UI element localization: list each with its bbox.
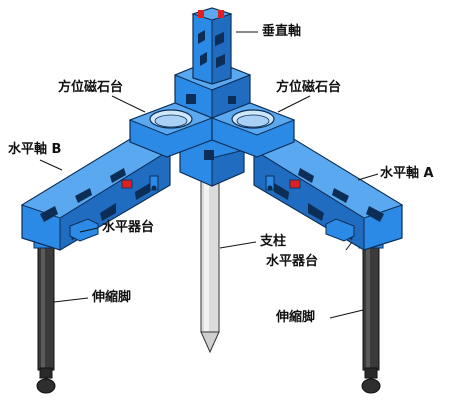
level-stand-right: [325, 218, 355, 242]
label-telescopic-leg-right: 伸縮脚: [276, 310, 316, 325]
level-stand-left: [69, 218, 99, 242]
telescopic-leg-right: [358, 237, 384, 394]
label-horizontal-axis-a: 水平軸 A: [380, 166, 434, 181]
label-vertical-axis: 垂直軸: [262, 24, 302, 39]
label-telescopic-leg-left: 伸縮脚: [92, 290, 132, 305]
label-compass-stand-right: 方位磁石台: [276, 80, 342, 95]
compass-stand-right: [210, 102, 296, 158]
label-level-stand-right: 水平器台: [266, 254, 319, 269]
leader-lines: [39, 31, 379, 319]
label-compass-stand-left: 方位磁石台: [58, 80, 124, 95]
support-pole: [200, 167, 220, 354]
compass-stand-left: [128, 102, 214, 158]
telescopic-leg-left: [33, 237, 59, 394]
label-level-stand-left: 水平器台: [102, 220, 155, 235]
label-support-pole: 支柱: [260, 234, 287, 249]
label-horizontal-axis-b: 水平軸 B: [8, 142, 62, 157]
vertical-axis: [191, 7, 233, 85]
